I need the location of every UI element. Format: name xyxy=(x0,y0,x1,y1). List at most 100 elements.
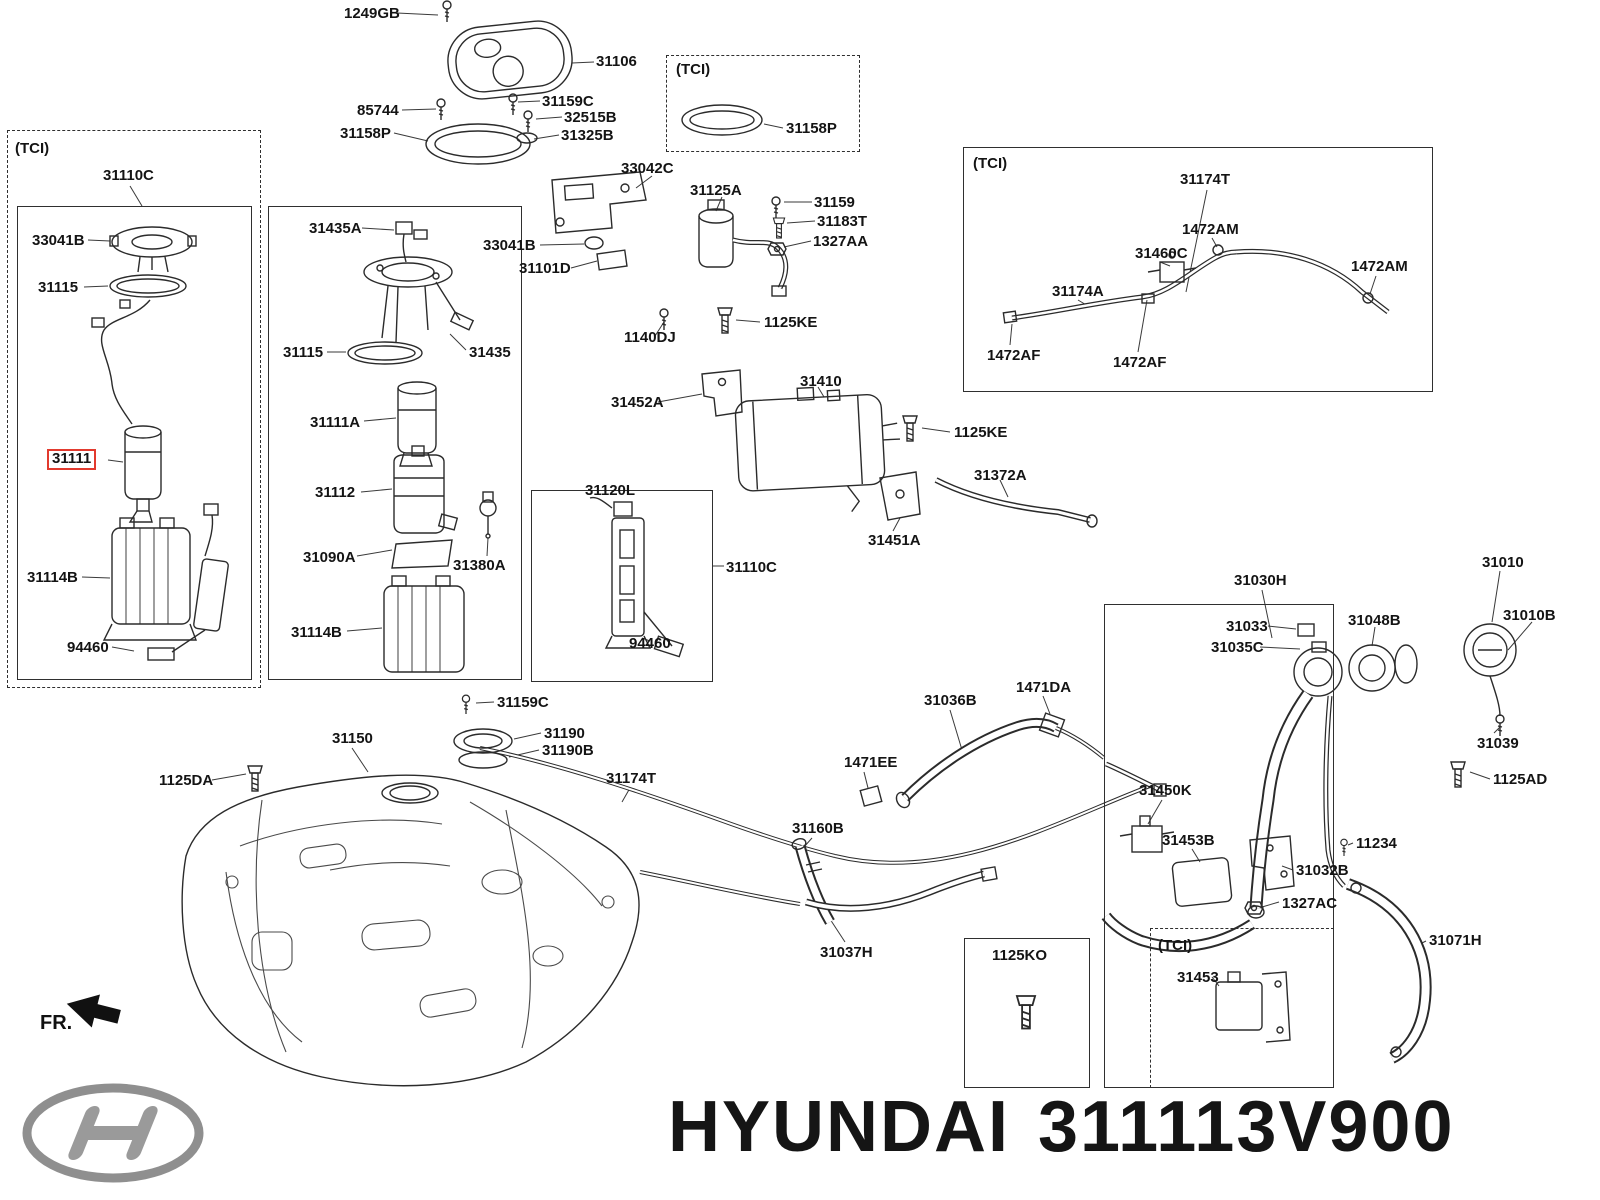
part-label-11234: 11234 xyxy=(1356,835,1397,852)
part-label-31159c: 31159C xyxy=(497,694,549,711)
part-label-31190b: 31190B xyxy=(542,742,594,759)
part-label-31190: 31190 xyxy=(544,725,585,742)
screw-31159-icon xyxy=(771,196,781,219)
part-label-31174t: 31174T xyxy=(1180,171,1231,188)
gasket-31158p-tci xyxy=(681,104,763,136)
ring-31048b xyxy=(1348,644,1418,692)
lock-ring-31190 xyxy=(453,728,513,769)
part-label-31159c: 31159C xyxy=(542,93,594,110)
part-label-31106: 31106 xyxy=(596,53,637,70)
part-label-31174a: 31174A xyxy=(1052,283,1104,300)
part-label-31037h: 31037H xyxy=(820,944,873,961)
vent-hose-tank xyxy=(639,870,801,906)
part-label-31110c: 31110C xyxy=(103,167,154,184)
part-label-31110c: 31110C xyxy=(726,559,777,576)
part-label-31048b: 31048B xyxy=(1348,612,1401,629)
part-label-31183t: 31183T xyxy=(817,213,868,230)
part-number-text: 311113V900 xyxy=(1038,1087,1455,1167)
nut-1327aa-icon xyxy=(767,242,787,256)
part-label-31325b: 31325B xyxy=(561,127,614,144)
part-label-31158p: 31158P xyxy=(786,120,837,137)
tci-box-left xyxy=(7,130,261,688)
bolt-1125ke2-icon xyxy=(902,415,918,442)
clamp-1471ee-icon xyxy=(859,785,883,807)
part-label-31174t: 31174T xyxy=(606,770,657,787)
fuel-pump-31111 xyxy=(124,425,162,523)
part-label-1249gb: 1249GB xyxy=(344,5,400,22)
vapor-tube-31174t-tci xyxy=(1002,244,1390,324)
part-label-33041b: 33041B xyxy=(483,237,536,254)
pipe-31372a xyxy=(934,477,1098,528)
part-label-1125da: 1125DA xyxy=(159,772,214,789)
pump-module-center xyxy=(347,221,497,673)
fuel-sender-94460-left xyxy=(147,503,229,661)
part-label-31150: 31150 xyxy=(332,730,373,747)
part-label-31071h: 31071H xyxy=(1429,932,1482,949)
part-label-1125ke: 1125KE xyxy=(954,424,1008,441)
part-label-tci: (TCI) xyxy=(15,140,50,157)
tube-31160b xyxy=(791,838,835,925)
valve-31453 xyxy=(1215,971,1291,1043)
clamp-1472am-icon xyxy=(1212,244,1224,256)
screw-31159c2-icon xyxy=(461,694,471,715)
screw-1249gb-icon xyxy=(442,0,452,23)
part-label-31033: 31033 xyxy=(1226,618,1268,635)
part-label-31114b: 31114B xyxy=(291,624,342,641)
part-label-32515b: 32515B xyxy=(564,109,617,126)
part-label-31090a: 31090A xyxy=(303,549,356,566)
screw-32515b-icon xyxy=(523,110,533,133)
part-label-1472af: 1472AF xyxy=(987,347,1041,364)
bolt-1125ke-icon xyxy=(717,307,733,334)
part-label-31030h: 31030H xyxy=(1234,572,1287,589)
part-label-31114b: 31114B xyxy=(27,569,78,586)
hyundai-logo-icon xyxy=(22,1083,204,1183)
sensor-31035c xyxy=(1311,641,1327,653)
part-label-31111: 31111 xyxy=(47,449,97,470)
part-label-31035c: 31035C xyxy=(1211,639,1264,656)
part-label-31410: 31410 xyxy=(800,373,842,390)
part-label-1140dj: 1140DJ xyxy=(624,329,676,346)
part-label-1125ko: 1125KO xyxy=(992,947,1048,964)
brand-text: HYUNDAI xyxy=(668,1087,1011,1167)
tci-box-top xyxy=(666,55,860,152)
part-label-31452a: 31452A xyxy=(611,394,664,411)
gasket-31190b xyxy=(458,751,508,769)
screw-85744-icon xyxy=(436,98,446,121)
bracket-31452a xyxy=(701,369,743,417)
part-label-1471da: 1471DA xyxy=(1016,679,1072,696)
fuel-pump-31111a xyxy=(397,381,437,467)
bracket-33042c xyxy=(551,171,647,234)
fuel-cap-31010 xyxy=(1463,623,1517,717)
fuel-tank-31150 xyxy=(181,774,640,1087)
grommet-33041b xyxy=(584,236,604,250)
part-label-31101d: 31101D xyxy=(519,260,571,277)
canister-31453b xyxy=(1171,857,1233,907)
part-label-1125ad: 1125AD xyxy=(1493,771,1548,788)
part-label-31159: 31159 xyxy=(814,194,855,211)
part-label-31435: 31435 xyxy=(469,344,511,361)
reservoir-31114b-center xyxy=(383,575,465,673)
sensor-31380a xyxy=(479,491,497,539)
filler-neck-31030h xyxy=(1101,623,1418,953)
part-label-33042c: 33042C xyxy=(621,160,674,177)
part-label-31032b: 31032B xyxy=(1296,862,1349,879)
reservoir-31114b-left xyxy=(102,517,198,641)
top-plate-31106 xyxy=(447,20,573,100)
fr-direction-arrow-icon xyxy=(66,994,121,1028)
part-label-31120l: 31120L xyxy=(585,482,636,499)
bolt-31183t-icon xyxy=(772,217,786,239)
screw-31159c-icon xyxy=(508,93,518,116)
part-label-31125a: 31125A xyxy=(690,182,742,199)
bracket-31032b xyxy=(1249,835,1295,891)
part-label-tci: (TCI) xyxy=(676,61,711,78)
sender-box xyxy=(531,490,713,682)
part-label-94460: 94460 xyxy=(67,639,109,656)
fuel-line-31174t xyxy=(479,746,1151,865)
part-label-1327aa: 1327AA xyxy=(813,233,869,250)
part-label-31372a: 31372A xyxy=(974,467,1027,484)
part-label-31115: 31115 xyxy=(38,279,79,296)
clamp-1471da-icon xyxy=(1038,712,1066,738)
part-label-31450k: 31450K xyxy=(1139,782,1192,799)
sensor-31033 xyxy=(1297,623,1315,637)
part-label-31111a: 31111A xyxy=(310,414,361,431)
